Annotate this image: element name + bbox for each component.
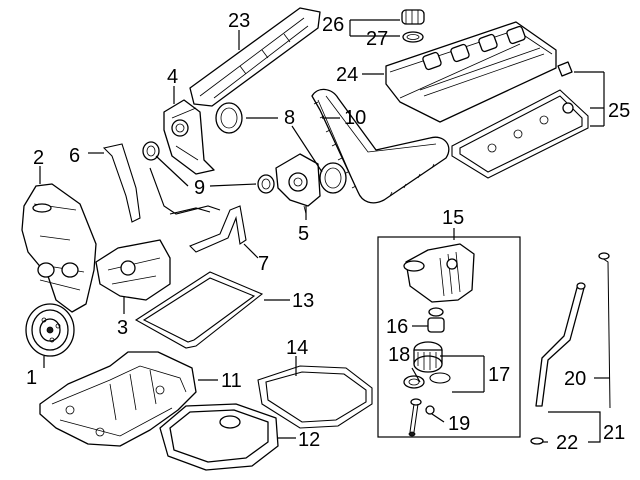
oil-filter-element <box>413 341 443 373</box>
dipstick-tube <box>535 282 586 407</box>
callout-11: 11 <box>221 370 242 392</box>
callout-27: 27 <box>366 28 388 50</box>
callout-18: 18 <box>388 344 410 366</box>
callout-15: 15 <box>442 207 464 229</box>
lower-oil-pan <box>159 403 279 471</box>
valve-cover-gasket <box>451 61 589 179</box>
leader-lines <box>39 19 610 443</box>
upper-timing-cover <box>189 7 321 107</box>
water-pump-housing <box>275 153 321 215</box>
callout-16: 16 <box>386 316 408 338</box>
callout-4: 4 <box>167 66 178 88</box>
upper-oil-pan <box>39 351 197 447</box>
front-cover-gasket <box>102 143 221 223</box>
front-seal-left <box>142 141 160 161</box>
oil-filter-housing <box>403 243 475 303</box>
callout-23: 23 <box>228 10 250 32</box>
callout-22: 22 <box>556 432 578 454</box>
drain-bolt <box>408 398 435 437</box>
middle-timing-cover <box>163 99 215 175</box>
engine-mount-bracket <box>95 239 171 301</box>
callout-12: 12 <box>298 429 320 451</box>
crankshaft-pulley <box>25 303 75 357</box>
oil-cap-seal <box>402 31 424 43</box>
callout-10: 10 <box>344 107 366 129</box>
camshaft-seal-upper <box>215 102 243 134</box>
callout-20: 20 <box>564 368 586 390</box>
callout-2: 2 <box>33 147 44 169</box>
callout-5: 5 <box>298 223 309 245</box>
lower-oil-pan-gasket <box>257 365 373 429</box>
oil-pan-gasket <box>134 271 264 349</box>
oil-filter-inset-box <box>377 236 521 438</box>
callout-3: 3 <box>117 317 128 339</box>
callout-6: 6 <box>69 145 80 167</box>
filter-housing-fitting <box>427 307 445 333</box>
dipstick-tube-oring <box>530 437 544 445</box>
camshaft-seal-lower <box>319 162 347 194</box>
lower-timing-cover <box>21 183 97 313</box>
oil-filler-cap <box>401 9 425 25</box>
callout-24: 24 <box>336 64 358 86</box>
callout-21: 21 <box>603 422 625 444</box>
callout-14: 14 <box>286 337 308 359</box>
callout-numbers: 1 2 3 4 5 6 7 8 9 10 11 12 13 14 15 16 1… <box>26 10 630 454</box>
callout-17: 17 <box>488 364 510 386</box>
timing-belt <box>311 88 450 204</box>
callout-13: 13 <box>292 290 314 312</box>
callout-9: 9 <box>194 177 205 199</box>
timing-cover-gasket <box>169 205 247 253</box>
valve-cover <box>385 21 557 123</box>
callout-19: 19 <box>448 413 470 435</box>
callout-8: 8 <box>284 107 295 129</box>
callout-25: 25 <box>608 100 630 122</box>
oil-filter-cap <box>403 372 451 389</box>
front-seal-right <box>257 174 275 194</box>
callout-7: 7 <box>258 253 269 275</box>
oil-dipstick <box>598 252 611 409</box>
callout-26: 26 <box>322 14 344 36</box>
callout-1: 1 <box>26 367 37 389</box>
